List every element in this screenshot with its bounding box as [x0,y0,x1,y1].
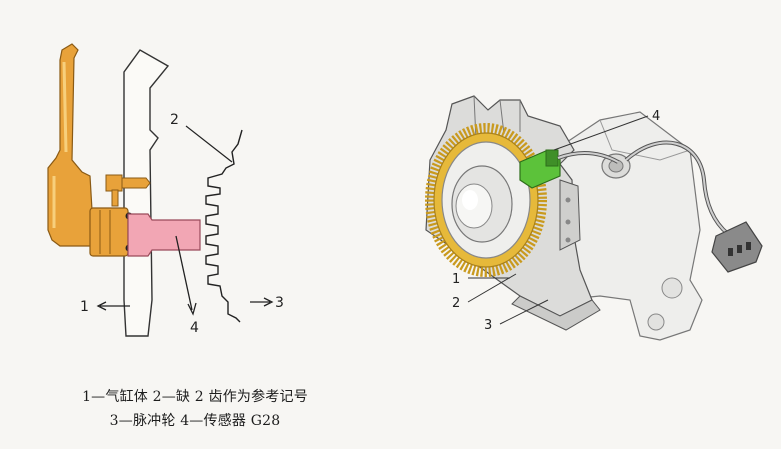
connector-pin [737,245,742,253]
bracket-highlight [52,61,68,228]
connector-pin [746,242,751,250]
housing-base [511,295,601,331]
leader-arrow-4 [175,235,197,316]
callout-label-r3: 3 [484,318,492,333]
left-caption-line-1: 1—气缸体 2—缺 2 齿作为参考记号 [82,389,308,405]
callout-label-1: 1 [80,299,89,315]
left-diagram: 2 1 3 4 [47,43,284,337]
leader-line-r4 [553,115,649,151]
housing-flange [559,179,581,251]
cylinder-block-wall [123,49,170,337]
leader-line-2 [185,125,233,163]
bolt-head [105,174,123,192]
callout-label-r2: 2 [452,296,460,311]
sensor-tip [127,213,201,257]
callout-label-r1: 1 [452,272,460,287]
callout-label-r4: 4 [652,109,660,124]
callout-label-4: 4 [190,320,199,336]
block-edge [599,119,691,161]
flange-bolt [565,237,571,243]
pulse-wheel-teeth [205,129,243,323]
sensor-cap [545,149,559,167]
flange-bolt [565,219,571,225]
flange-bolt [565,197,571,203]
right-diagram: 4 1 2 3 [425,95,763,341]
bolt-base [111,189,119,207]
bolt-shaft [121,177,151,189]
crankshaft-highlight [462,190,478,210]
block-hole [647,313,665,331]
left-caption-line-2: 3—脉冲轮 4—传感器 G28 [109,413,281,429]
leader-arrow-3 [250,297,274,307]
callout-label-3: 3 [275,295,284,311]
callout-label-2: 2 [170,112,179,128]
leader-arrow-1 [96,301,130,311]
connector-pin [728,248,733,256]
pulse-wheel-teeth-ring [425,123,547,277]
housing-rib [473,95,521,141]
leader-line-r2 [467,273,517,303]
sensor-cable-core [557,141,729,235]
sensor-clamp [89,207,129,257]
leader-line-r3 [499,299,549,325]
block-hole [661,277,683,299]
